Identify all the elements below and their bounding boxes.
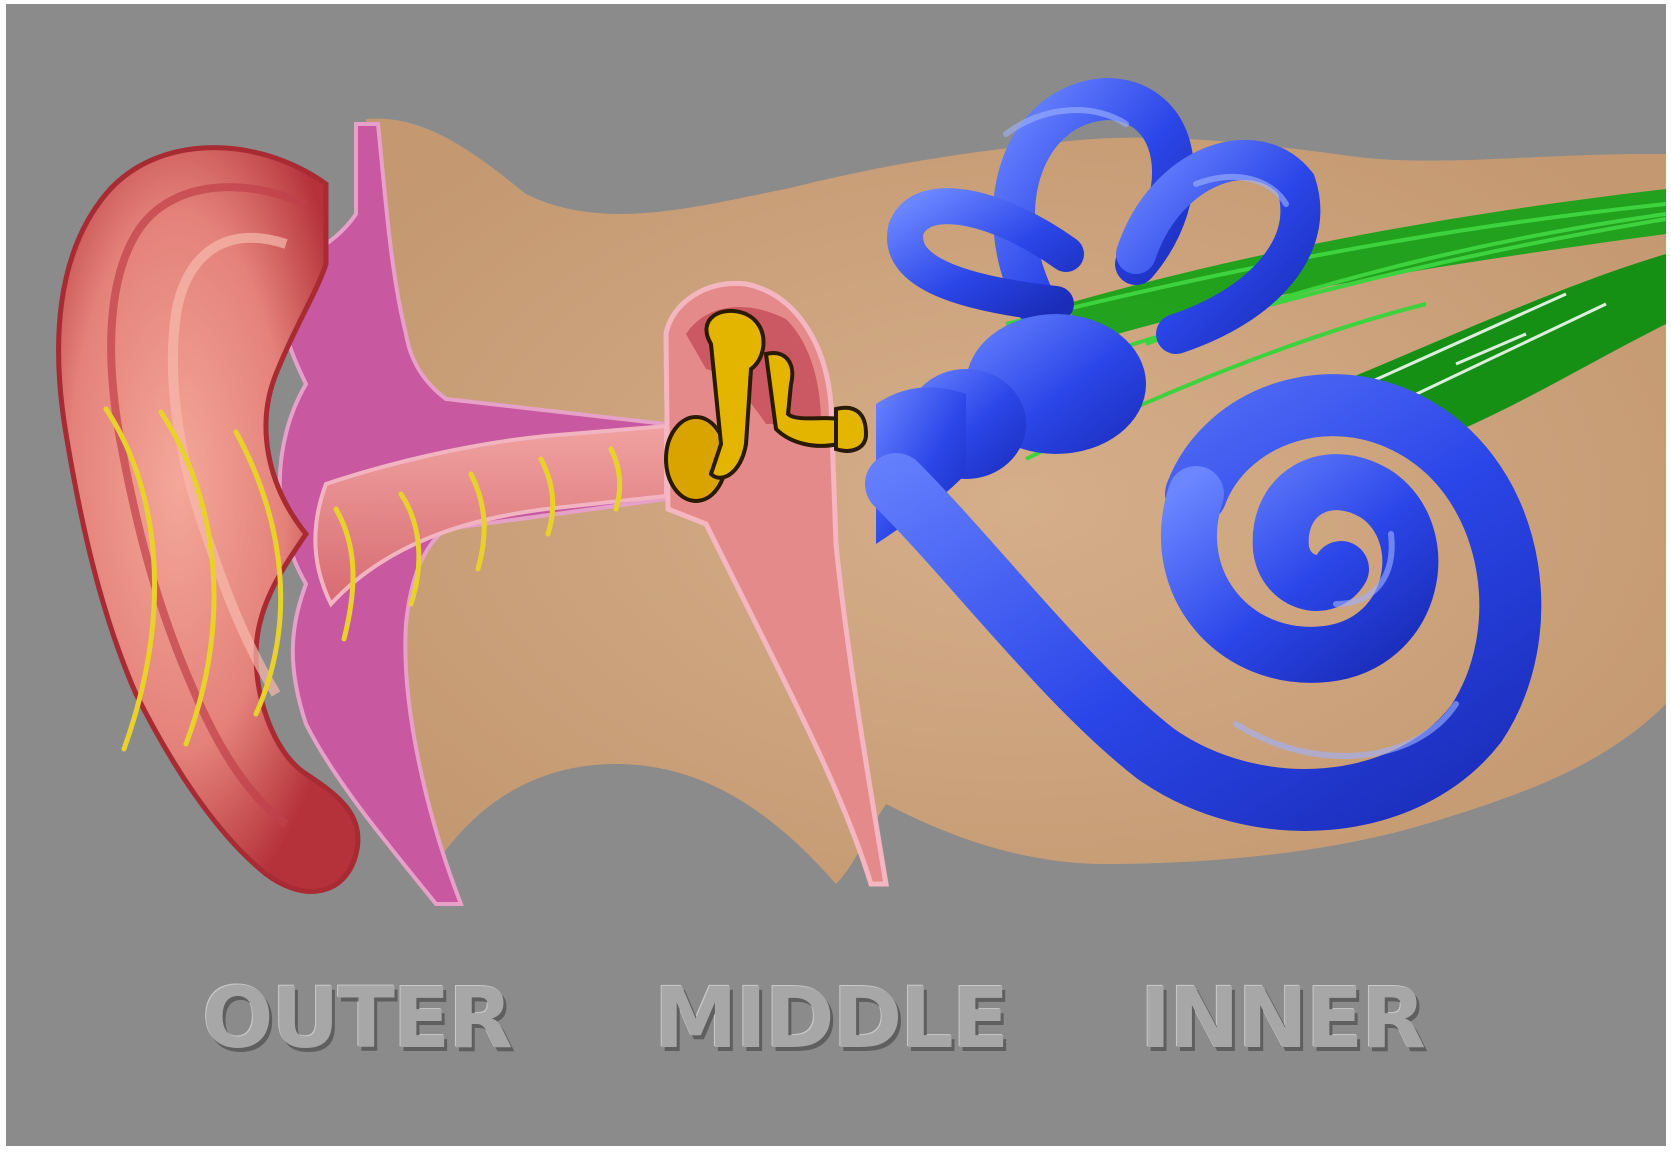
label-middle-ear: MIDDLE — [654, 976, 1007, 1060]
stapes — [836, 408, 866, 451]
label-inner-ear: INNER — [1140, 976, 1424, 1060]
ear-diagram-panel: OUTER MIDDLE INNER — [6, 4, 1666, 1146]
label-outer-ear: OUTER — [202, 976, 511, 1060]
